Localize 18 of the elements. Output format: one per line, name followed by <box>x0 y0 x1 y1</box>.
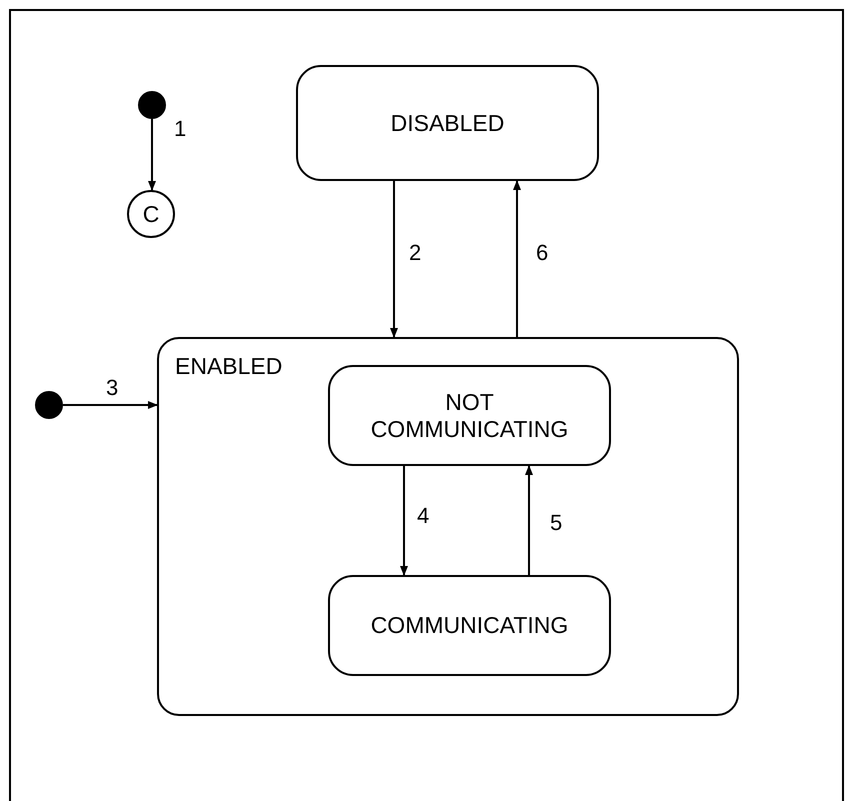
state-name: DISABLED <box>390 110 504 136</box>
state-box <box>296 65 599 181</box>
state-name: NOT COMMUNICATING <box>370 389 570 442</box>
state-box <box>328 575 611 676</box>
state-name: C <box>142 200 160 228</box>
transition-arrow <box>513 180 521 337</box>
initial-state-dot <box>138 91 166 119</box>
transition-arrow <box>525 465 533 575</box>
state-box <box>328 365 611 466</box>
state-name: COMMUNICATING <box>370 612 568 639</box>
transition-arrow <box>400 466 408 576</box>
initial-state-dot <box>35 391 63 419</box>
state-title: ENABLED <box>175 353 282 380</box>
transition-arrow <box>148 119 156 191</box>
transition-arrow <box>63 401 158 409</box>
transition-arrow <box>390 181 398 338</box>
state-circle <box>127 190 175 238</box>
composite-state-box <box>157 337 739 716</box>
